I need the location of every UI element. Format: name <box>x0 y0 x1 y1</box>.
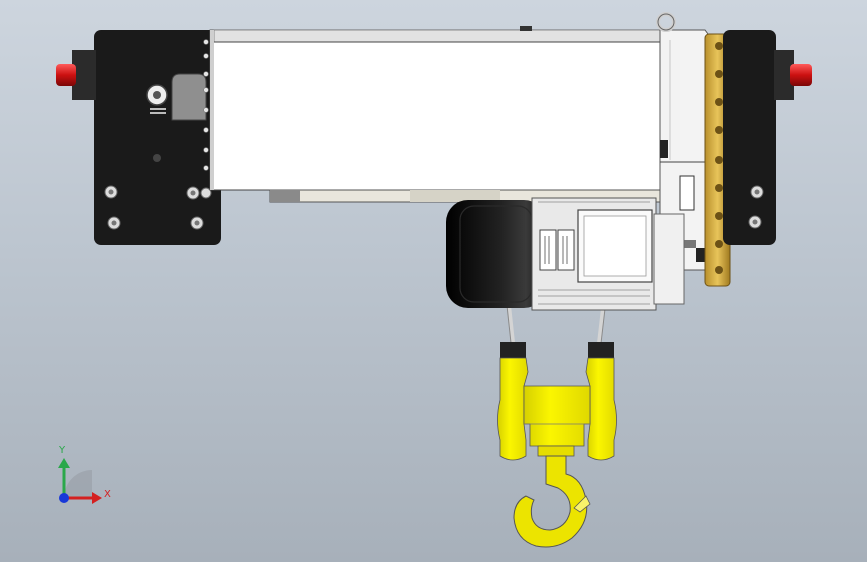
axis-y-arrow <box>58 458 70 468</box>
hook-block <box>497 342 617 461</box>
right-sheave-top <box>588 342 614 360</box>
motor-nameplate-2 <box>557 229 575 271</box>
rope-drum-housing <box>209 26 661 191</box>
motor-nameplate-1 <box>539 229 557 271</box>
crane-hook <box>513 455 591 548</box>
right-red-buffer <box>790 64 812 86</box>
axis-x-label: X <box>104 489 111 500</box>
right-side-plate <box>585 357 617 461</box>
left-end-plate <box>56 30 221 245</box>
hoist-motor <box>446 197 685 311</box>
right-buffer-mount <box>774 50 794 100</box>
coordinate-triad: Y X <box>58 445 111 504</box>
motor-flange <box>653 213 685 305</box>
gearbox-label-plate <box>679 175 695 211</box>
right-end-plate <box>723 30 812 245</box>
left-side-plate <box>497 357 529 461</box>
axis-x-arrow <box>92 492 102 504</box>
motor-brake-cover <box>446 200 546 308</box>
axis-y-label: Y <box>58 445 66 456</box>
axis-z-point <box>59 493 69 503</box>
left-sheave-top <box>500 342 526 360</box>
gearbox-housing <box>656 12 709 271</box>
crosshead <box>523 385 591 447</box>
left-red-buffer <box>56 64 76 86</box>
